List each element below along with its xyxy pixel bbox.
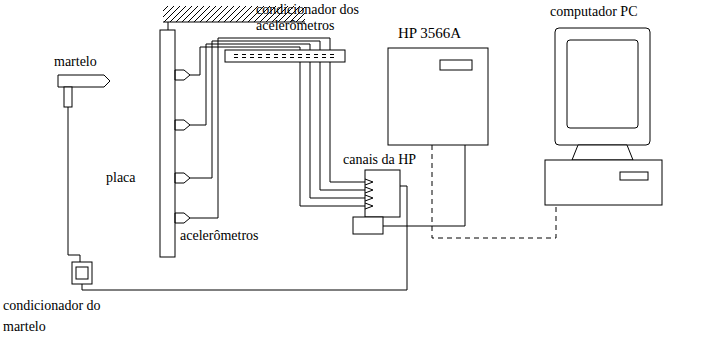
plate-hanger xyxy=(168,22,169,30)
channel-cable xyxy=(320,62,365,190)
channel-box xyxy=(353,217,383,234)
accelerometer xyxy=(175,213,190,223)
plate xyxy=(160,30,175,257)
device-label: canais da HP xyxy=(343,152,416,168)
pc-stand xyxy=(572,145,633,160)
accelerometer xyxy=(175,173,190,183)
device-label: martelo xyxy=(54,54,97,70)
conditioner-dots xyxy=(232,54,336,58)
pc-screen xyxy=(567,40,638,128)
accelerometer xyxy=(175,120,190,130)
device-label: HP 3566A xyxy=(398,24,461,42)
hammer-signal-cable xyxy=(82,186,407,290)
part-label: acelerômetros xyxy=(180,228,259,244)
accelerometer xyxy=(175,70,190,80)
hammer-cable xyxy=(68,107,80,262)
hammer-conditioner xyxy=(72,262,92,284)
accelerometer-cable xyxy=(190,38,330,218)
pc-monitor xyxy=(555,28,650,145)
channel-terminals xyxy=(365,179,373,209)
hp-analyzer xyxy=(388,48,488,145)
hammer-handle xyxy=(64,87,72,107)
hp-display xyxy=(440,60,472,70)
accelerometer-conditioner xyxy=(225,50,345,62)
pc-drive xyxy=(620,172,648,180)
pc-case xyxy=(545,160,662,205)
part-label: placa xyxy=(106,170,136,186)
channel-cable xyxy=(310,62,365,198)
hammer-head xyxy=(58,75,110,87)
channel-cable xyxy=(300,62,365,206)
channel-panel xyxy=(365,170,400,217)
gpib-link xyxy=(432,145,556,238)
device-label: condicionador dos acelerômetros xyxy=(256,2,374,34)
hammer-conditioner-inner xyxy=(76,267,88,279)
device-label: computador PC xyxy=(550,4,638,20)
device-label: condicionador do martelo xyxy=(3,295,115,337)
